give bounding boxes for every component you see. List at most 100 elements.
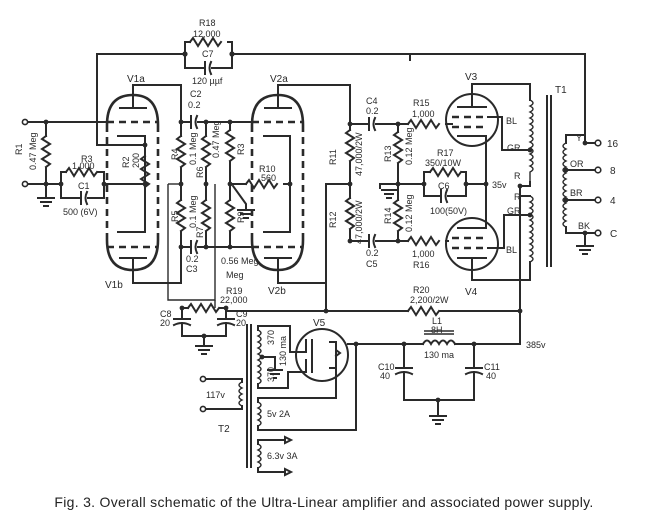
output-label-8: 8	[610, 166, 616, 177]
label-r4: R4	[170, 148, 180, 160]
value-r13: 0.12 Meg	[404, 127, 414, 165]
label-t1: T1	[555, 85, 567, 96]
value-r7: 0.56 Meg	[221, 256, 259, 266]
label-r9: R9	[236, 211, 246, 223]
current-l1: 130 ma	[424, 350, 454, 360]
value-c1: 500 (6V)	[63, 207, 98, 217]
value-r11: 47,000/2W	[354, 132, 364, 176]
label-v2a: V2a	[270, 74, 288, 85]
label-r14: R14	[383, 207, 393, 224]
tap-gr-top: GR	[507, 143, 521, 153]
mains-terminal-1[interactable]	[199, 375, 207, 383]
tap-r-top: R	[514, 171, 521, 181]
value-c6: 100(50V)	[430, 206, 467, 216]
label-v4: V4	[465, 287, 478, 298]
tube-v3	[445, 83, 531, 185]
value-r5: 0.1 Meg	[188, 195, 198, 228]
label-l1: L1	[432, 316, 442, 326]
tap-y: Y	[576, 133, 582, 143]
tap-br: BR	[570, 188, 583, 198]
value-r17: 350/10W	[425, 158, 462, 168]
output-terminal-16[interactable]	[594, 139, 602, 147]
bplus-voltage: 385v	[526, 340, 546, 350]
value-c9: 20	[236, 318, 246, 328]
label-r1: R1	[14, 143, 24, 155]
label-c3: C3	[186, 264, 198, 274]
value-r1: 0.47 Meg	[28, 132, 38, 170]
mains-terminal-2[interactable]	[199, 405, 207, 413]
label-r6: R6	[195, 166, 205, 178]
input-stage	[21, 118, 150, 207]
label-t2: T2	[218, 424, 230, 435]
label-v2b: V2b	[268, 286, 286, 297]
value-r16: 1,000	[412, 249, 435, 259]
label-v1b: V1b	[105, 280, 123, 291]
tap-gr-bot: GR	[507, 206, 521, 216]
tap-bl-bot: BL	[506, 245, 517, 255]
output-label-c: C	[610, 229, 617, 240]
label-c1: C1	[78, 181, 90, 191]
tube-v4	[445, 183, 531, 281]
label-r16: R16	[413, 260, 430, 270]
label-r17: R17	[437, 148, 454, 158]
tap-bk: BK	[578, 221, 590, 231]
input-terminal-ground[interactable]	[21, 180, 29, 188]
label-c7: C7	[202, 49, 214, 59]
value-r15: 1,000	[412, 109, 435, 119]
hv-winding-bottom: 370	[266, 367, 276, 382]
hv-current: 130 ma	[278, 336, 288, 366]
label-c10: C10	[378, 362, 395, 372]
cathode-voltage: 35v	[492, 180, 507, 190]
value-r14: 0.12 Meg	[404, 194, 414, 232]
value-r4: 0.1 Meg	[188, 132, 198, 165]
output-label-16: 16	[607, 139, 619, 150]
tap-bl-top: BL	[506, 116, 517, 126]
interstage-network	[132, 84, 293, 301]
label-v5: V5	[313, 318, 326, 329]
label-c6: C6	[438, 181, 450, 191]
value-c4: 0.2	[366, 106, 379, 116]
decoupling-network	[172, 299, 523, 355]
mains-voltage: 117v	[206, 390, 225, 400]
label-c5: C5	[366, 259, 378, 269]
value-c2: 0.2	[188, 100, 201, 110]
output-label-4: 4	[610, 196, 616, 207]
output-terminal-8[interactable]	[594, 166, 602, 174]
label-r19: R19	[226, 286, 243, 296]
value-c11: 40	[486, 371, 496, 381]
label-r7: R7	[195, 226, 205, 238]
label-r18: R18	[199, 18, 216, 28]
label-c11: C11	[484, 362, 500, 372]
value-r18: 12,000	[193, 29, 221, 39]
value-c3: 0.2	[186, 254, 199, 264]
value-c7: 120 µµf	[192, 76, 223, 86]
label-r8: R3	[236, 143, 246, 155]
tap-or: OR	[570, 159, 584, 169]
value-c10: 40	[380, 371, 390, 381]
label-r10: R10	[259, 164, 276, 174]
label-r15: R15	[413, 98, 430, 108]
label-r13: R13	[383, 145, 393, 162]
feedback-network	[96, 37, 411, 146]
output-terminal-common[interactable]	[594, 229, 602, 237]
value-c8: 20	[160, 318, 170, 328]
value-l1: 8H	[431, 325, 443, 335]
figure-caption: Fig. 3. Overall schematic of the Ultra-L…	[54, 494, 594, 510]
label-r12: R12	[328, 211, 338, 228]
input-terminal-hot[interactable]	[21, 118, 29, 126]
label-r20: R20	[413, 285, 430, 295]
label-c4: C4	[366, 96, 378, 106]
power-supply	[199, 310, 521, 477]
value-r2: 200	[131, 153, 141, 168]
output-terminal-4[interactable]	[594, 196, 602, 204]
tap-r-bot: R	[514, 192, 521, 202]
filament-5v: 5v 2A	[267, 409, 290, 419]
transformer-t1	[409, 53, 602, 312]
label-c8: C8	[160, 309, 172, 319]
value-r10: 560	[261, 173, 276, 183]
value-r3: 1,000	[72, 161, 95, 171]
label-c2: C2	[190, 89, 202, 99]
label-v3: V3	[465, 72, 478, 83]
value-r7-unit: Meg	[226, 270, 244, 280]
